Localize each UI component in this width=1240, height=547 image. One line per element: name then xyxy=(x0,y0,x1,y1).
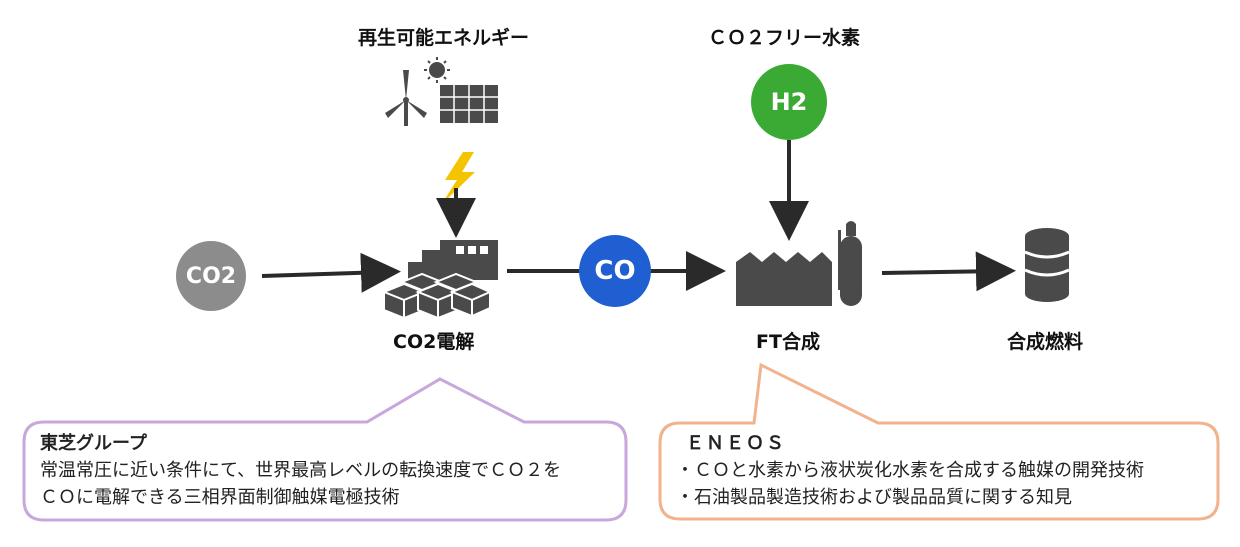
wind-turbine-icon xyxy=(385,70,427,126)
synthetic-fuel-label: 合成燃料 xyxy=(1007,331,1084,353)
eneos-callout-box xyxy=(658,362,1220,521)
eneos-callout-line-1: ・ＣＯと水素から液状炭化水素を合成する触媒の開発技術 xyxy=(676,460,1144,481)
solar-panel-icon xyxy=(440,85,498,123)
co-node: CO xyxy=(579,235,651,307)
co2-free-hydrogen-label: ＣＯ２フリー水素 xyxy=(708,27,861,49)
ft-to-fuel-arrow xyxy=(881,251,1016,292)
h2-node: H2 xyxy=(751,64,827,140)
renewable-energy-label: 再生可能エネルギー xyxy=(358,27,530,49)
fuel-barrel-icon xyxy=(1024,228,1070,302)
eneos-callout-title: ＥＮＥＯＳ xyxy=(686,433,786,454)
toshiba-callout-box xyxy=(22,377,628,522)
ft-synthesis-label: FT合成 xyxy=(756,331,820,353)
eneos-callout-line-2: ・石油製品製造技術および製品品質に関する知見 xyxy=(676,487,1072,508)
sun-icon xyxy=(424,57,450,83)
toshiba-callout-line-2: ＣＯに電解できる三相界面制御触媒電極技術 xyxy=(40,487,400,508)
lightning-icon xyxy=(441,152,475,205)
ft-plant-icon xyxy=(736,221,862,306)
co2-to-electrolysis-arrow xyxy=(261,252,401,293)
toshiba-callout-title: 東芝グループ xyxy=(40,433,147,454)
co2-electrolysis-label: CO2電解 xyxy=(393,331,475,353)
electrolyzer-factory-icon xyxy=(381,240,498,320)
toshiba-callout-line-1: 常温常圧に近い条件にて、世界最高レベルの転換速度でＣＯ２を xyxy=(40,460,562,481)
co2-node: CO2 xyxy=(176,241,246,311)
